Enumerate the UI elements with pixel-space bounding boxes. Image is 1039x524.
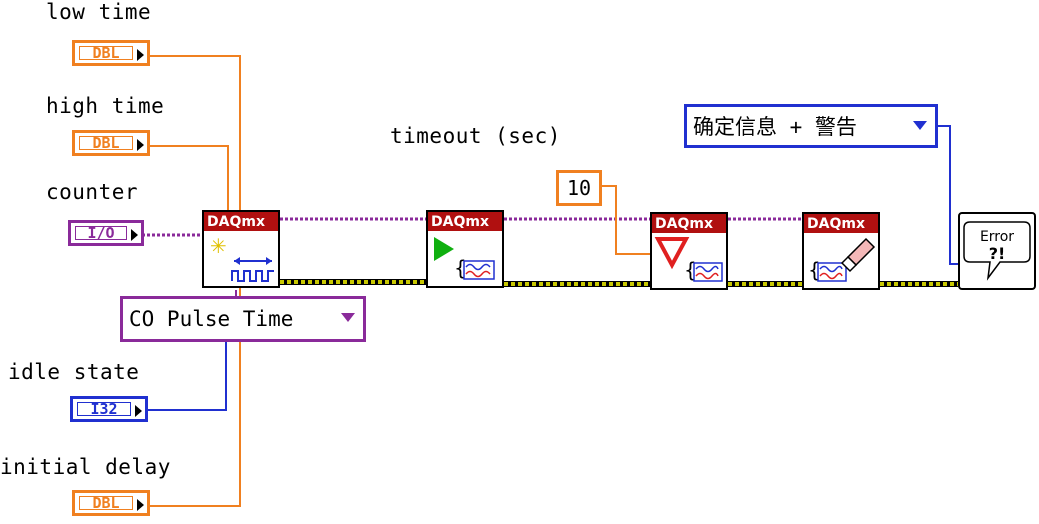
counter-label: counter: [46, 180, 139, 204]
channel-type-value: CO Pulse Time: [129, 307, 294, 331]
start-task-icon: {: [434, 237, 495, 280]
dbl-type-label: DBL: [79, 134, 133, 152]
daqmx-create-channel-vi[interactable]: DAQmx ✳: [202, 210, 280, 288]
high-time-label: high time: [46, 94, 165, 118]
initial-delay-label: initial delay: [0, 455, 171, 479]
handler-ring-wire: [936, 125, 958, 265]
task-wire: [142, 217, 802, 237]
i32-type-label: I32: [77, 400, 131, 418]
daqmx-header: DAQmx: [204, 212, 278, 231]
wait-until-done-icon: {: [654, 237, 723, 282]
timeout-label: timeout (sec): [390, 124, 561, 148]
initial-delay-terminal[interactable]: DBL: [72, 490, 150, 516]
dbl-type-label: DBL: [79, 44, 133, 62]
dropdown-arrow-icon: [341, 313, 355, 322]
create-channel-icon: ✳: [210, 234, 274, 282]
error-handler-type-ring[interactable]: 确定信息 + 警告: [684, 104, 938, 148]
arrow-right-icon: [131, 229, 138, 241]
low-time-label: low time: [46, 0, 152, 24]
dbl-type-label: DBL: [79, 494, 133, 512]
dropdown-arrow-icon: [913, 121, 927, 130]
idle-state-terminal[interactable]: I32: [70, 396, 148, 422]
io-type-label: I/O: [75, 224, 127, 242]
high-time-wire: [148, 145, 229, 212]
error-speech-bubble-icon: Error ?!: [963, 221, 1031, 281]
channel-type-ring[interactable]: CO Pulse Time: [120, 296, 366, 342]
arrow-right-icon: [135, 405, 142, 417]
arrow-right-icon: [137, 139, 144, 151]
svg-text:✳: ✳: [210, 234, 227, 258]
timeout-wire: [600, 185, 650, 255]
low-time-terminal[interactable]: DBL: [72, 40, 150, 66]
high-time-terminal[interactable]: DBL: [72, 130, 150, 156]
daqmx-header: DAQmx: [804, 214, 878, 233]
arrow-right-icon: [137, 499, 144, 511]
timeout-constant[interactable]: 10: [556, 170, 602, 206]
svg-text:?!: ?!: [989, 244, 1006, 263]
idle-state-label: idle state: [8, 360, 140, 384]
arrow-right-icon: [137, 49, 144, 61]
daqmx-header: DAQmx: [652, 214, 726, 233]
error-wire: [280, 280, 958, 286]
daqmx-header: DAQmx: [428, 212, 502, 231]
clear-task-icon: {: [808, 237, 876, 282]
error-handler-vi[interactable]: Error ?!: [958, 212, 1036, 290]
daqmx-wait-until-done-vi[interactable]: DAQmx {: [650, 212, 728, 290]
daqmx-start-task-vi[interactable]: DAQmx {: [426, 210, 504, 288]
counter-terminal[interactable]: I/O: [68, 220, 144, 246]
error-handler-type-value: 确定信息 + 警告: [693, 115, 857, 139]
daqmx-clear-task-vi[interactable]: DAQmx {: [802, 212, 880, 290]
error-text: Error: [980, 229, 1014, 245]
idle-state-wire: [148, 340, 227, 411]
